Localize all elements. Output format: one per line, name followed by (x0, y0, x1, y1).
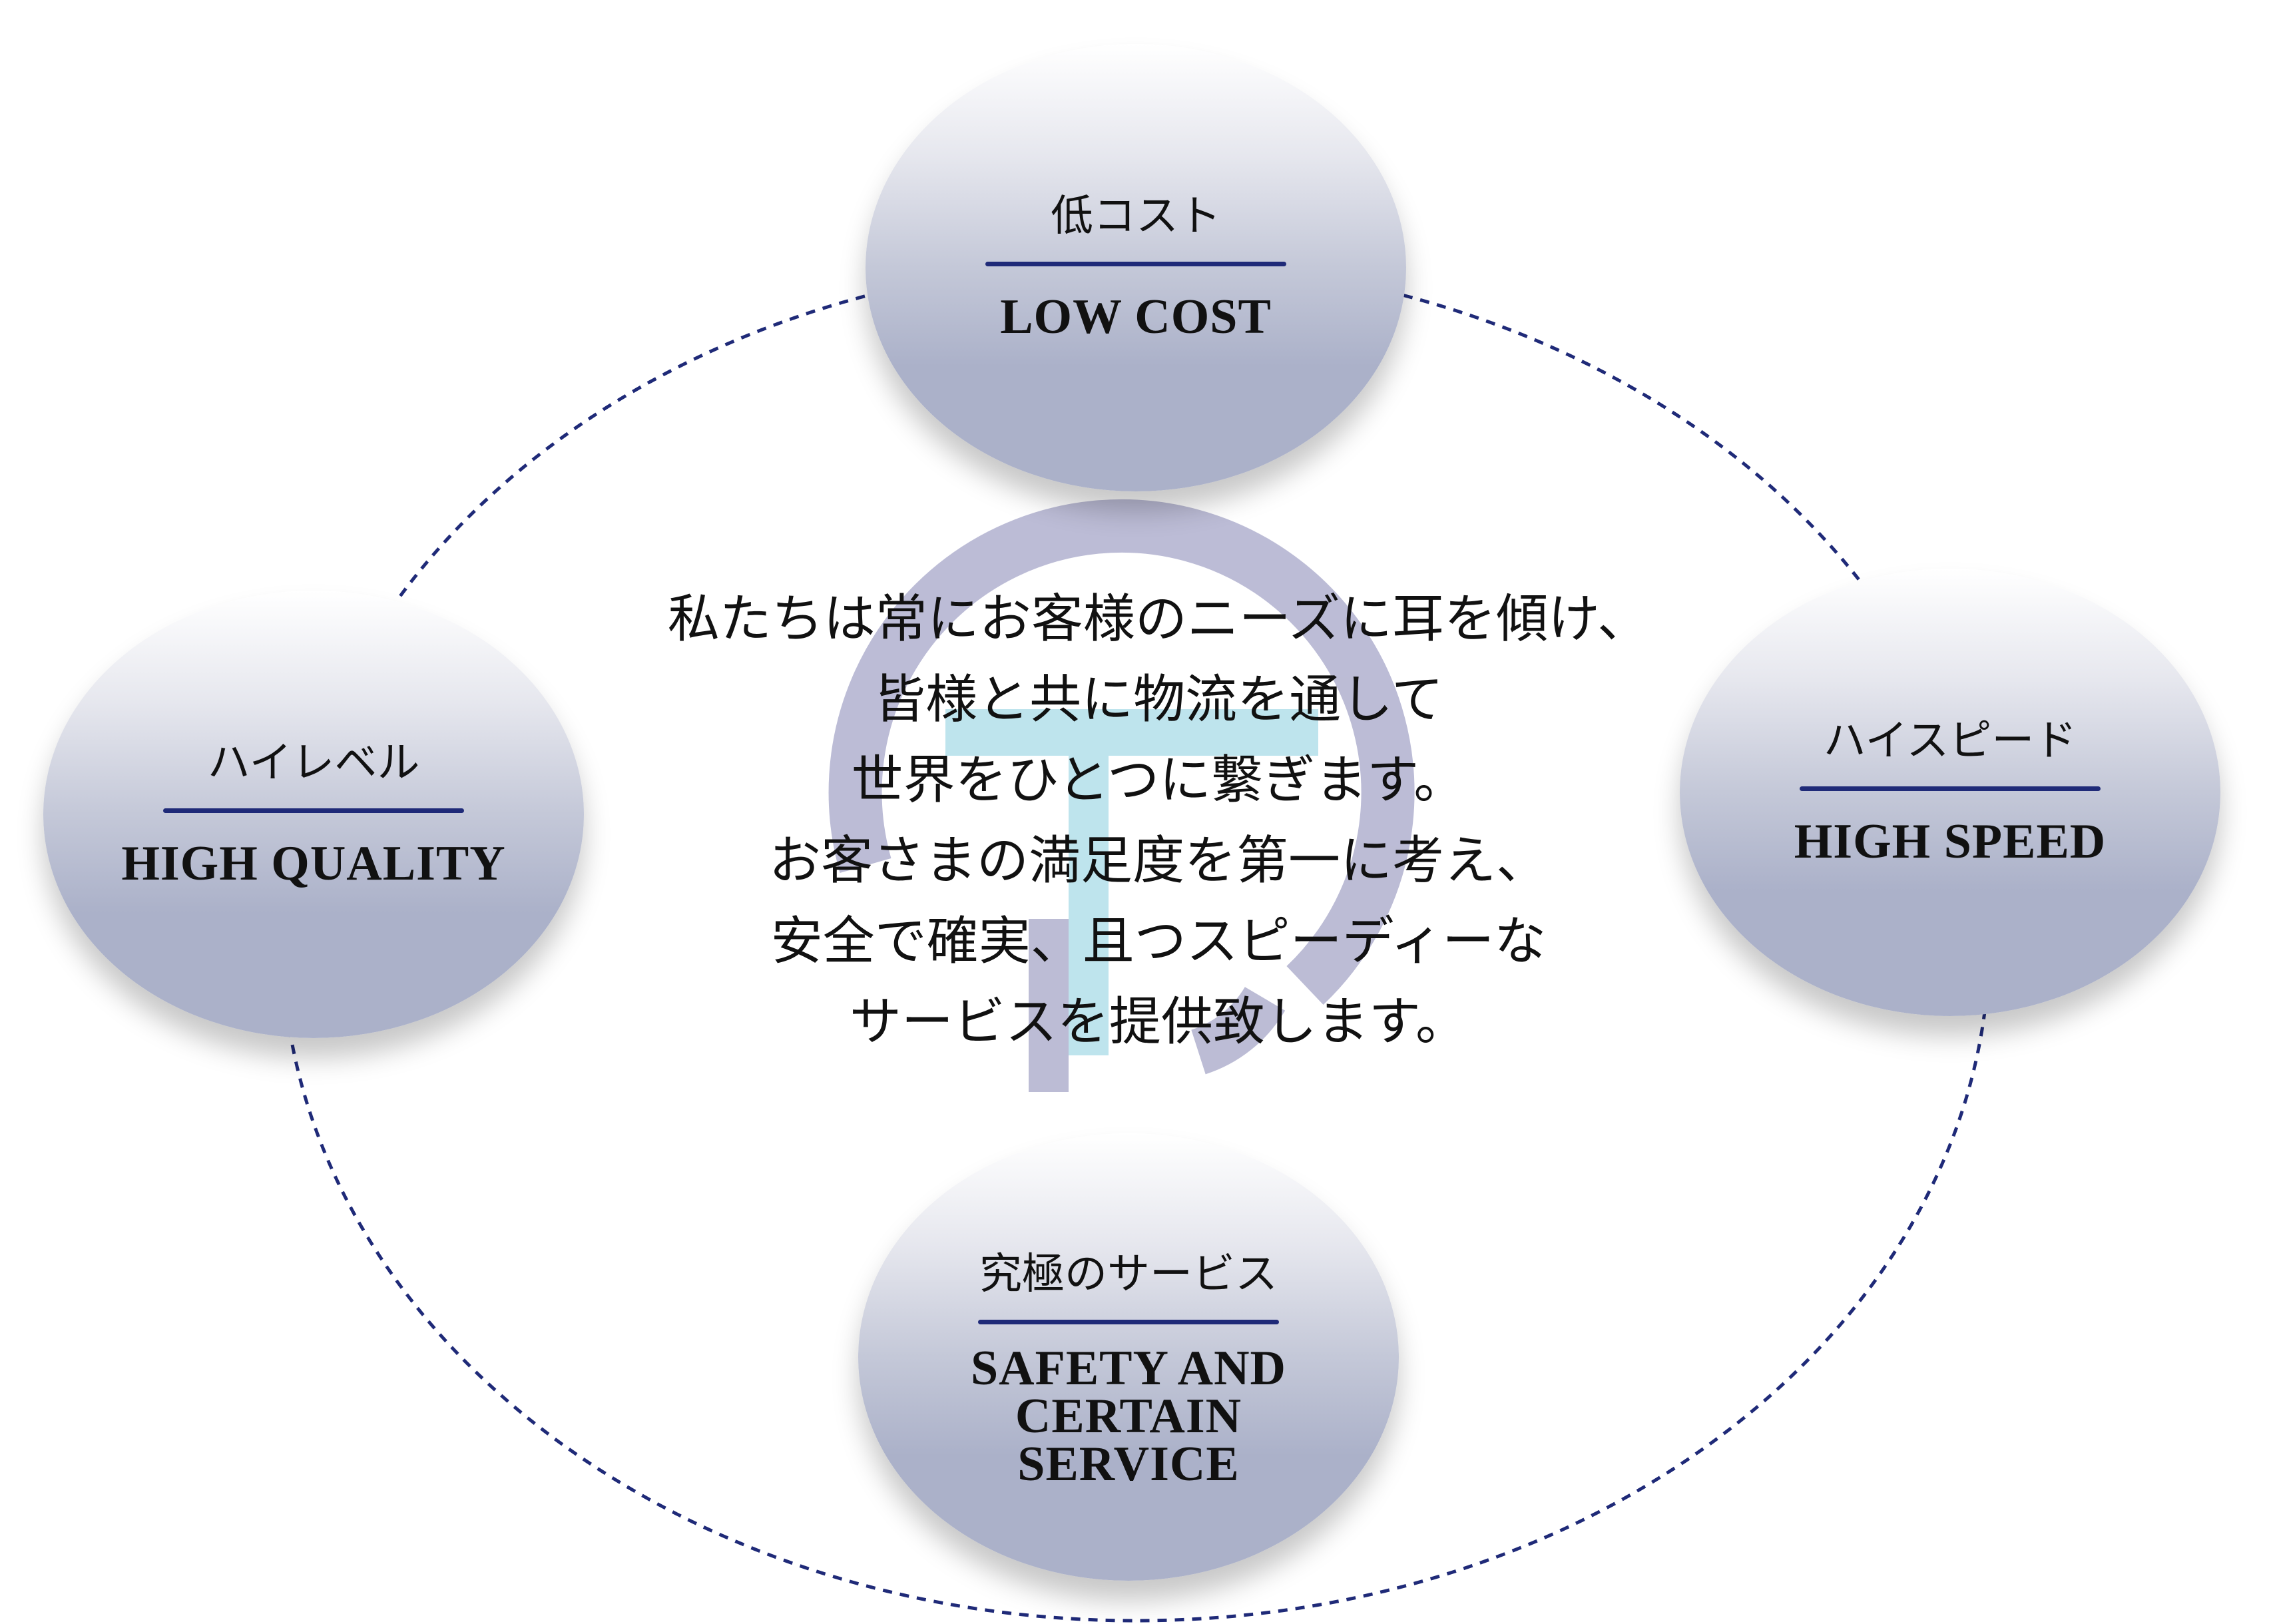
logo-p-stem (1029, 919, 1069, 1092)
message-line: 安全で確実、且つスピーディーな (770, 912, 1547, 971)
message-line: 私たちは常にお客様のニーズに耳を傾け、 (667, 589, 1650, 649)
logo-p-bowl (1190, 986, 1286, 1075)
logo-t-stem (1069, 756, 1109, 1055)
message-line: お客さまの満足度を第一に考え、 (768, 831, 1548, 891)
node-divider (1800, 786, 2101, 791)
node-en-label: HIGH SPEED (1794, 814, 2107, 869)
mission-statement: 私たちは常にお客様のニーズに耳を傾け、 皆様と共に物流を通して 世界をひとつに繋… (599, 579, 1718, 1063)
node-divider (985, 261, 1286, 266)
node-en-label: SAFETY AND CERTAIN SERVICE (971, 1340, 1286, 1491)
logo-watermark (828, 499, 1415, 1092)
node-jp-label: ハイスピード (1823, 716, 2077, 766)
node-divider (163, 808, 464, 813)
node-jp-label: 究極のサービス (979, 1249, 1278, 1299)
node-high-speed: ハイスピード HIGH SPEED (1680, 569, 2220, 1016)
node-service: 究極のサービス SAFETY AND CERTAIN SERVICE (858, 1133, 1399, 1581)
node-en-label: LOW COST (1000, 289, 1272, 344)
logo-ring (828, 499, 1415, 1005)
message-line: 皆様と共に物流を通して (874, 670, 1443, 730)
node-high-quality: ハイレベル HIGH QUALITY (43, 591, 584, 1038)
node-jp-label: ハイレベル (207, 738, 420, 788)
node-divider (978, 1319, 1279, 1324)
node-low-cost: 低コスト LOW COST (866, 44, 1406, 491)
message-line: サービスを提供致します。 (849, 992, 1468, 1052)
node-en-label: HIGH QUALITY (121, 836, 506, 891)
logo-t-bar (945, 709, 1318, 756)
node-jp-label: 低コスト (1051, 191, 1221, 241)
message-line: 世界をひとつに繋ぎます。 (851, 750, 1466, 810)
